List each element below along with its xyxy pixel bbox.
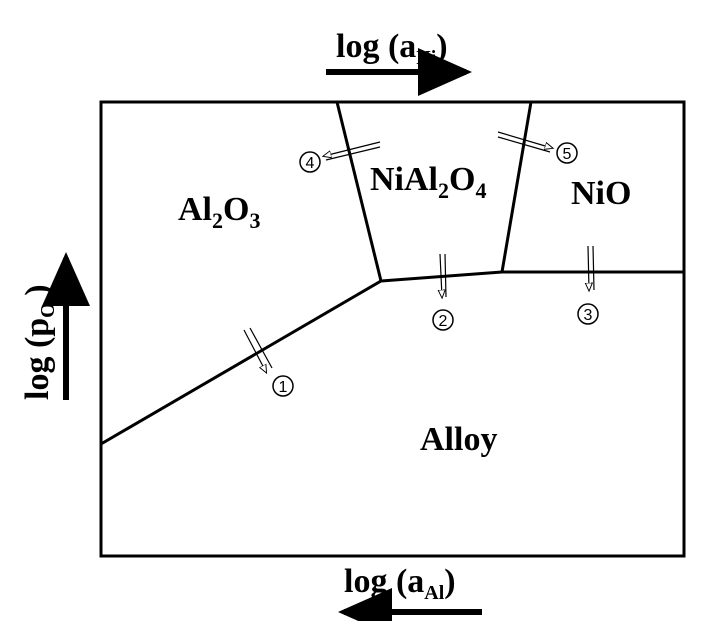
left-axis-label: log (pO2) [19,284,62,400]
crossing-arrow-2 [440,253,442,297]
crossing-arrow-3 [588,245,589,290]
bottom-axis-label: log (aAl) [344,563,456,604]
boundary-alloy-oxide [100,270,684,446]
boundary-al2o3-nial2o4 [335,101,383,282]
svg-text:log (aAl): log (aAl) [344,563,456,604]
phase-label-alloy: Alloy [420,421,497,458]
phase-label-nial2o4: NiAl2O4 [370,161,486,203]
svg-text:1: 1 [279,379,288,396]
boundary-arrow-marks [243,131,595,372]
marker-1: 1 [272,375,294,397]
crossing-arrow-1 [243,329,266,372]
marker-4: 4 [299,151,321,173]
phase-boundaries [100,101,684,446]
svg-text:log (aNi): log (aNi) [336,28,448,69]
svg-text:2: 2 [439,313,448,330]
phase-label-al2o3: Al2O3 [178,191,260,233]
marker-2: 2 [432,309,454,331]
crossing-arrow-4 [324,141,381,156]
phase-label-nio: NiO [571,175,631,212]
marker-5: 5 [556,142,578,164]
svg-text:4: 4 [306,155,315,172]
svg-text:5: 5 [563,146,572,163]
diagram-frame [99,100,686,558]
svg-text:log (pO2): log (pO2) [19,284,62,400]
crossing-arrow-5 [497,131,552,148]
boundary-nial2o4-nio [500,101,533,273]
top-axis-label: log (aNi) [336,28,448,69]
svg-text:3: 3 [584,307,593,324]
marker-3: 3 [577,303,599,325]
